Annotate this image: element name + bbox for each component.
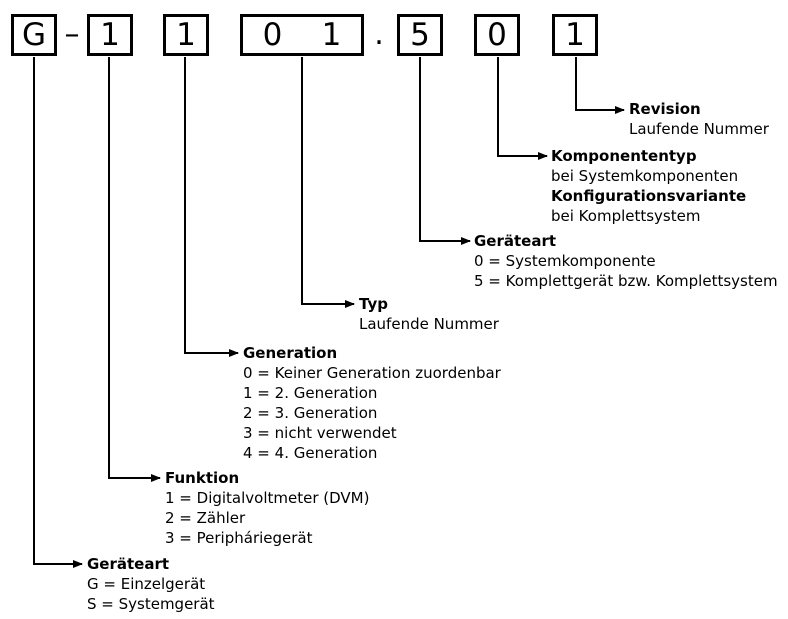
generation-line: 3 = nicht verwendet [243, 424, 397, 442]
komponententyp-sub: bei Systemkomponenten [551, 167, 739, 185]
label-generation: Generation 0 = Keiner Generation zuorden… [243, 343, 501, 463]
code-box-funktion: 1 [87, 14, 133, 56]
code-char-typ-2: 1 [321, 17, 342, 53]
generation-line: 2 = 3. Generation [243, 404, 378, 422]
code-box-komponententyp: 0 [474, 14, 520, 56]
label-geraeteart-bottom: Geräteart G = Einzelgerät S = Systemgerä… [87, 554, 215, 614]
code-dot: . [374, 17, 384, 52]
connector-typ [301, 57, 355, 308]
connector-generation [184, 57, 239, 357]
code-char-generation: 1 [176, 17, 196, 53]
code-box-geraeteart-top: 5 [397, 14, 443, 56]
connector-revision [575, 57, 625, 114]
code-char-typ-1: 0 [262, 17, 283, 53]
geraeteart-top-title: Geräteart [474, 232, 557, 250]
code-box-revision: 1 [552, 14, 598, 56]
code-box-geraeteart: G [11, 14, 57, 56]
revision-line: Laufende Nummer [629, 120, 769, 138]
code-box-generation: 1 [163, 14, 209, 56]
code-char-geraeteart-top: 5 [410, 17, 430, 53]
generation-line: 1 = 2. Generation [243, 384, 378, 402]
komponententyp-title: Komponententyp [551, 147, 697, 165]
connector-geraeteart-bottom [33, 57, 83, 568]
connector-komponententyp [497, 57, 548, 160]
funktion-line: 3 = Peripháriegerät [165, 529, 313, 547]
konfigurationsvariante-sub: bei Komplettsystem [551, 207, 701, 225]
code-dash: – [64, 17, 80, 52]
typ-title: Typ [359, 295, 388, 313]
generation-title: Generation [243, 344, 338, 362]
generation-line: 4 = 4. Generation [243, 444, 378, 462]
label-geraeteart-top: Geräteart 0 = Systemkomponente 5 = Kompl… [474, 231, 778, 291]
connector-geraeteart-top [419, 57, 471, 245]
funktion-line: 2 = Zähler [165, 509, 246, 527]
label-typ: Typ Laufende Nummer [359, 294, 499, 334]
funktion-title: Funktion [165, 469, 240, 487]
geraeteart-bottom-line: G = Einzelgerät [87, 575, 206, 593]
geraeteart-top-line: 5 = Komplettgerät bzw. Komplettsystem [474, 272, 778, 290]
konfigurationsvariante-title: Konfigurationsvariante [551, 187, 747, 205]
generation-line: 0 = Keiner Generation zuordenbar [243, 364, 501, 382]
label-komponententyp: Komponententyp bei Systemkomponenten Kon… [551, 146, 746, 226]
funktion-line: 1 = Digitalvoltmeter (DVM) [165, 489, 370, 507]
code-box-typ: 0 1 [240, 14, 364, 56]
geraeteart-bottom-line: S = Systemgerät [87, 595, 215, 613]
code-char-g: G [21, 17, 47, 53]
geraeteart-top-line: 0 = Systemkomponente [474, 252, 656, 270]
code-char-funktion: 1 [100, 17, 120, 53]
connector-funktion [108, 57, 161, 482]
typ-line: Laufende Nummer [359, 315, 499, 333]
label-revision: Revision Laufende Nummer [629, 99, 769, 139]
code-char-komponententyp: 0 [487, 17, 507, 53]
label-funktion: Funktion 1 = Digitalvoltmeter (DVM) 2 = … [165, 468, 369, 548]
geraeteart-bottom-title: Geräteart [87, 555, 170, 573]
revision-title: Revision [629, 100, 701, 118]
code-char-revision: 1 [565, 17, 585, 53]
